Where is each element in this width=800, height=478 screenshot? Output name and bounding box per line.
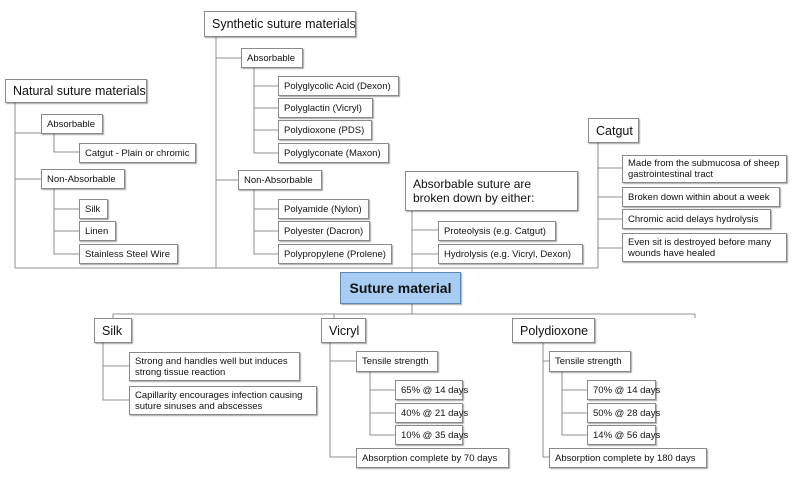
breakdown-item: Proteolysis (e.g. Catgut) (438, 221, 556, 241)
natural-absorbable-label: Absorbable (41, 114, 103, 134)
natural-absorbable-item: Catgut - Plain or chromic (79, 143, 196, 163)
natural-non-absorbable-item: Linen (79, 221, 116, 241)
catgut-item: Chromic acid delays hydrolysis (622, 209, 771, 229)
breakdown-item: Hydrolysis (e.g. Vicryl, Dexon) (438, 244, 583, 264)
root-node: Suture material (340, 272, 461, 304)
synthetic-absorbable-item: Polyglyconate (Maxon) (278, 143, 389, 163)
vicryl-tensile-item: 65% @ 14 days (395, 380, 468, 400)
synthetic-non-absorbable-label: Non-Absorbable (238, 170, 322, 190)
breakdown-title: Absorbable suture are broken down by eit… (405, 171, 578, 211)
catgut-item: Even sit is destroyed before many wounds… (622, 233, 787, 262)
synthetic-absorbable-label: Absorbable (241, 48, 303, 68)
synthetic-non-absorbable-item: Polypropylene (Prolene) (278, 244, 392, 264)
catgut-item: Broken down within about a week (622, 187, 780, 207)
vicryl-title: Vicryl (321, 318, 366, 343)
synthetic-non-absorbable-item: Polyamide (Nylon) (278, 199, 369, 219)
natural-non-absorbable-item: Silk (79, 199, 108, 219)
polydioxone-tensile-item: 50% @ 28 days (587, 403, 660, 423)
synthetic-absorbable-item: Polyglycolic Acid (Dexon) (278, 76, 399, 96)
vicryl-absorption: Absorption complete by 70 days (356, 448, 509, 468)
silk-item: Capillarity encourages infection causing… (129, 386, 317, 415)
silk-item: Strong and handles well but induces stro… (129, 352, 300, 381)
synthetic-absorbable-item: Polydioxone (PDS) (278, 120, 372, 140)
polydioxone-tensile-item: 70% @ 14 days (587, 380, 660, 400)
silk-title: Silk (94, 318, 132, 343)
synthetic-absorbable-item: Polyglactin (Vicryl) (278, 98, 373, 118)
natural-non-absorbable-item: Stainless Steel Wire (79, 244, 178, 264)
catgut-item: Made from the submucosa of sheep gastroi… (622, 155, 787, 183)
polydioxone-absorption: Absorption complete by 180 days (549, 448, 707, 468)
vicryl-tensile-item: 40% @ 21 days (395, 403, 468, 423)
synthetic-non-absorbable-item: Polyester (Dacron) (278, 221, 370, 241)
vicryl-tensile-label: Tensile strength (356, 351, 438, 372)
natural-non-absorbable-label: Non-Absorbable (41, 169, 125, 189)
polydioxone-tensile-item: 14% @ 56 days (587, 425, 660, 445)
synthetic-title: Synthetic suture materials (204, 11, 356, 37)
vicryl-tensile-item: 10% @ 35 days (395, 425, 468, 445)
polydioxone-title: Polydioxone (512, 318, 595, 343)
polydioxone-tensile-label: Tensile strength (549, 351, 631, 372)
catgut-title: Catgut (588, 118, 639, 143)
natural-title: Natural suture materials (5, 79, 147, 103)
